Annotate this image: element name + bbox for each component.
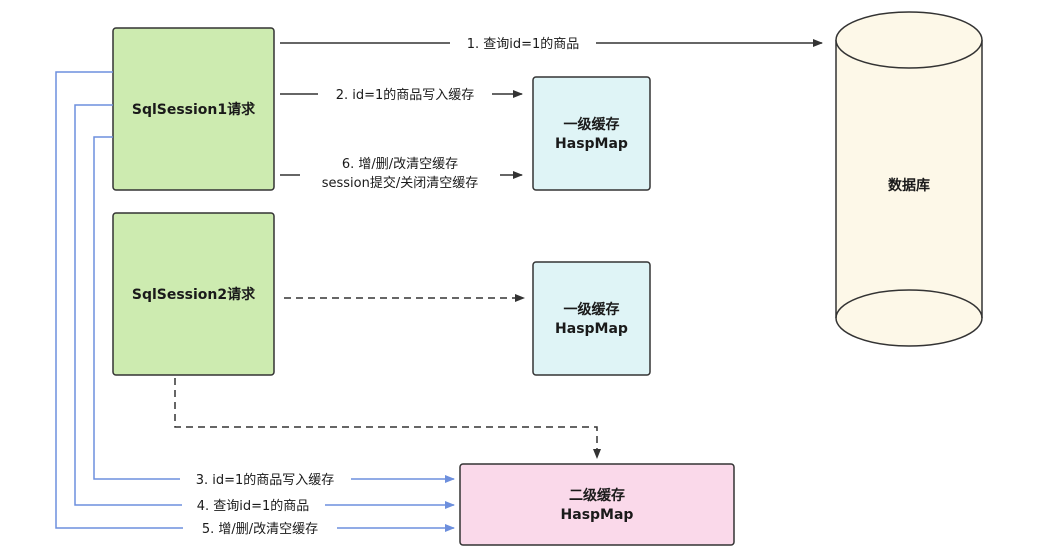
edge-5-label-bg bbox=[183, 520, 337, 537]
edge-1-label: 1. 查询id=1的商品 bbox=[467, 36, 580, 52]
edge-3-label-bg bbox=[180, 471, 351, 488]
l1-cache-2-node: 一级缓存 HaspMap bbox=[532, 261, 651, 376]
edge-4-query-l2: 4. 查询id=1的商品 bbox=[74, 104, 455, 514]
session1-label: SqlSession1请求 bbox=[132, 101, 256, 118]
l1-cache-2-box bbox=[532, 261, 651, 376]
edge-6-label-line2: session提交/关闭清空缓存 bbox=[322, 175, 479, 191]
l1-cache-2-line1: 一级缓存 bbox=[564, 301, 620, 318]
l1-cache-1-node: 一级缓存 HaspMap bbox=[532, 76, 651, 191]
session2-label: SqlSession2请求 bbox=[132, 286, 256, 303]
l2-cache-line1: 二级缓存 bbox=[569, 487, 625, 504]
edge-session2-l2 bbox=[174, 378, 601, 459]
l1-cache-1-box bbox=[532, 76, 651, 191]
database-top bbox=[835, 11, 983, 69]
edge-5-label: 5. 增/删/改清空缓存 bbox=[202, 522, 318, 537]
l2-cache-node: 二级缓存 HaspMap bbox=[459, 463, 735, 546]
session2-box bbox=[112, 212, 275, 376]
session2-node: SqlSession2请求 bbox=[112, 212, 275, 376]
edge-3-write-l2: 3. id=1的商品写入缓存 bbox=[93, 136, 455, 488]
edge-3-label: 3. id=1的商品写入缓存 bbox=[196, 472, 335, 488]
edge-2-label-bg bbox=[318, 85, 492, 103]
l2-cache-box bbox=[459, 463, 735, 546]
edge-6-label-line1: 6. 增/删/改清空缓存 bbox=[342, 157, 458, 172]
edge-2-label: 2. id=1的商品写入缓存 bbox=[336, 87, 475, 103]
edge-1-label-bg bbox=[450, 34, 596, 52]
edge-4-label: 4. 查询id=1的商品 bbox=[197, 498, 310, 514]
database-cylinder: 数据库 bbox=[835, 11, 983, 347]
edge-6-label-bg bbox=[300, 154, 500, 192]
database-body bbox=[835, 40, 983, 347]
edge-2-write-cache: 2. id=1的商品写入缓存 bbox=[280, 85, 523, 103]
l2-cache-line2: HaspMap bbox=[561, 507, 634, 523]
edge-5-clear-l2: 5. 增/删/改清空缓存 bbox=[55, 71, 455, 537]
edge-4-label-bg bbox=[182, 497, 325, 514]
session1-node: SqlSession1请求 bbox=[112, 27, 275, 191]
session1-box bbox=[112, 27, 275, 191]
edge-6-clear-cache: 6. 增/删/改清空缓存 session提交/关闭清空缓存 bbox=[280, 154, 523, 192]
edge-1-query: 1. 查询id=1的商品 bbox=[280, 34, 823, 52]
l1-cache-2-line2: HaspMap bbox=[555, 321, 628, 337]
database-bottom-rim bbox=[835, 289, 983, 319]
database-label: 数据库 bbox=[888, 177, 930, 194]
edge-session2-l2-line bbox=[174, 378, 601, 459]
l1-cache-1-line1: 一级缓存 bbox=[564, 116, 620, 133]
l1-cache-1-line2: HaspMap bbox=[555, 136, 628, 152]
